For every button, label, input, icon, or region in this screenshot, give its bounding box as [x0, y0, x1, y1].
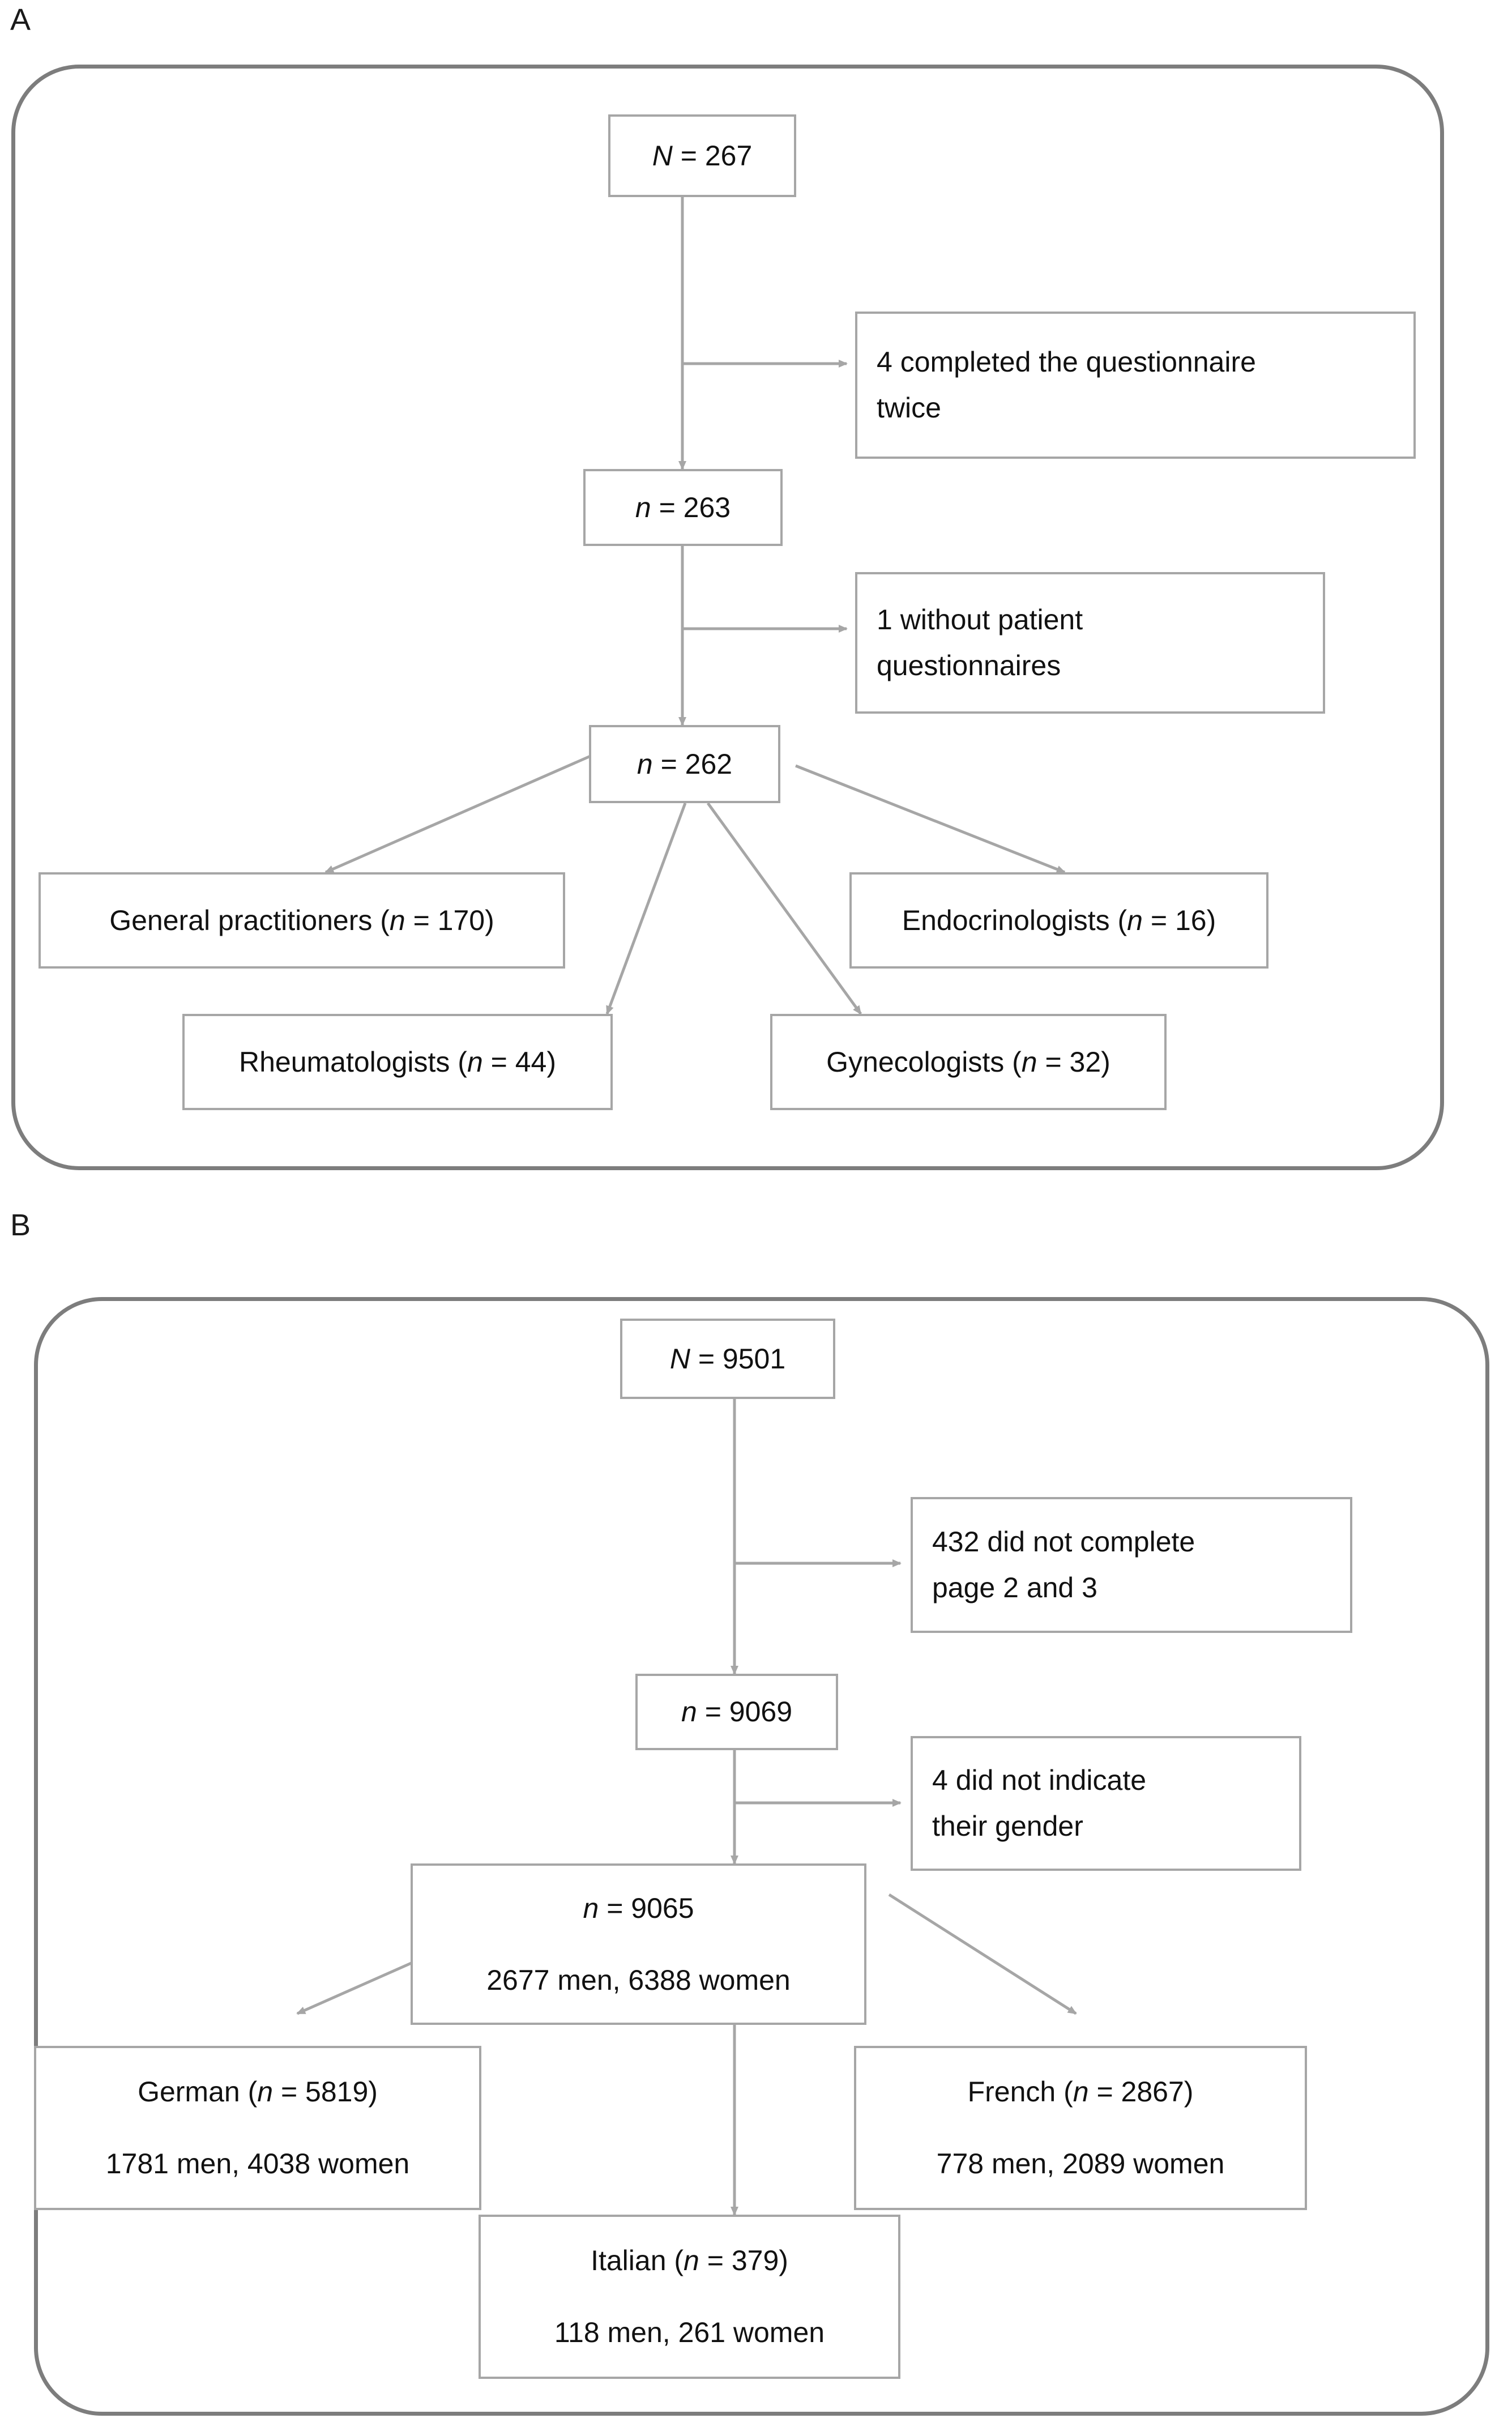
node-a-gynecologists: Gynecologists (n = 32)	[770, 1014, 1167, 1110]
node-b-n9065-detail: 2677 men, 6388 women	[486, 1964, 791, 1996]
node-b-n9069-text: n = 9069	[681, 1696, 793, 1728]
node-b-italian: Italian (n = 379) 118 men, 261 women	[479, 2215, 900, 2379]
node-b-excluded-2-line-1: 4 did not indicate	[932, 1764, 1147, 1796]
node-b-german-detail: 1781 men, 4038 women	[105, 2148, 410, 2180]
panel-a-letter: A	[10, 3, 31, 37]
node-b-excluded-2: 4 did not indicate their gender	[911, 1736, 1301, 1871]
node-a-n263: n = 263	[583, 469, 783, 546]
node-a-total-text: N = 267	[652, 139, 753, 172]
node-b-n9069: n = 9069	[635, 1674, 838, 1750]
node-b-french-detail: 778 men, 2089 women	[936, 2148, 1225, 2180]
node-b-french-text: French (n = 2867)	[967, 2076, 1194, 2108]
node-b-italian-text: Italian (n = 379)	[591, 2245, 788, 2276]
node-a-endocrinologists: Endocrinologists (n = 16)	[849, 872, 1268, 969]
node-b-italian-detail: 118 men, 261 women	[554, 2317, 825, 2348]
node-b-excluded-1: 432 did not complete page 2 and 3	[911, 1497, 1352, 1633]
node-a-total: N = 267	[608, 114, 796, 197]
node-b-german-text: German (n = 5819)	[138, 2076, 378, 2108]
node-a-rheumatologists: Rheumatologists (n = 44)	[182, 1014, 613, 1110]
node-a-n262: n = 262	[589, 725, 780, 803]
node-a-excluded-2-line-2: questionnaires	[877, 650, 1061, 681]
node-b-total-text: N = 9501	[669, 1342, 786, 1375]
node-a-excluded-1-line-2: twice	[877, 392, 941, 424]
node-b-excluded-2-line-2: their gender	[932, 1810, 1083, 1842]
panel-b-letter: B	[10, 1208, 31, 1242]
node-b-german: German (n = 5819) 1781 men, 4038 women	[34, 2046, 481, 2210]
node-b-n9065: n = 9065 2677 men, 6388 women	[411, 1863, 866, 2025]
node-a-excluded-2: 1 without patient questionnaires	[855, 572, 1325, 714]
node-a-endocrinologists-text: Endocrinologists (n = 16)	[902, 904, 1216, 936]
node-a-rheumatologists-text: Rheumatologists (n = 44)	[238, 1046, 557, 1078]
node-a-general-practitioners: General practitioners (n = 170)	[39, 872, 565, 969]
node-b-excluded-1-line-1: 432 did not complete	[932, 1526, 1195, 1558]
node-a-general-practitioners-text: General practitioners (n = 170)	[109, 904, 494, 936]
node-a-gynecologists-text: Gynecologists (n = 32)	[826, 1046, 1110, 1078]
node-b-total: N = 9501	[620, 1319, 835, 1399]
node-b-excluded-1-line-2: page 2 and 3	[932, 1572, 1097, 1603]
node-a-n263-text: n = 263	[635, 491, 731, 523]
node-a-excluded-1: 4 completed the questionnaire twice	[855, 312, 1416, 459]
node-b-n9065-text: n = 9065	[583, 1892, 694, 1924]
node-a-n262-text: n = 262	[637, 748, 733, 780]
node-a-excluded-2-line-1: 1 without patient	[877, 604, 1083, 636]
node-a-excluded-1-line-1: 4 completed the questionnaire	[877, 346, 1256, 378]
node-b-french: French (n = 2867) 778 men, 2089 women	[854, 2046, 1307, 2210]
